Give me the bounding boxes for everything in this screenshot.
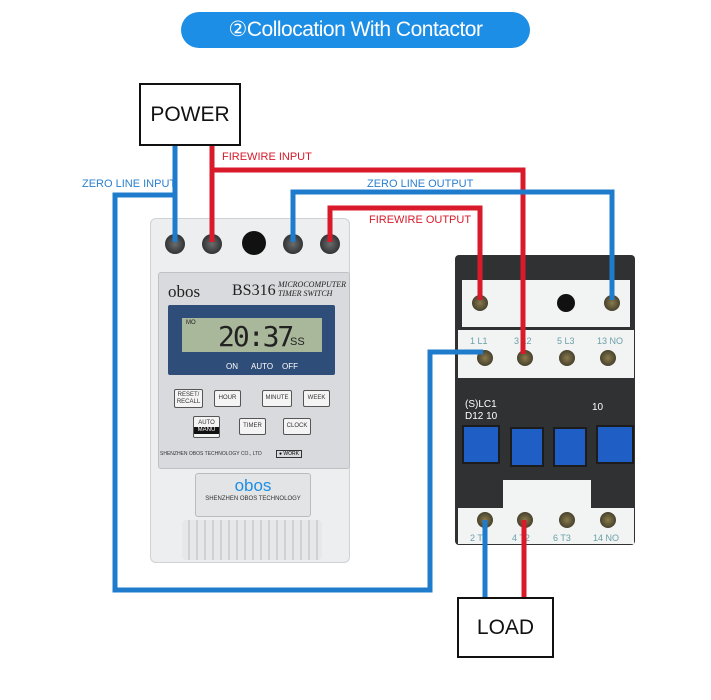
power-box: POWER bbox=[139, 83, 241, 146]
contactor-blue-block bbox=[462, 425, 500, 464]
contactor-blue-block bbox=[553, 427, 587, 467]
timer-mount-hole bbox=[242, 231, 266, 255]
terminal-label: 13 NO bbox=[597, 336, 624, 346]
model-line-1: (S)LC1 bbox=[465, 399, 497, 410]
reset-recall-button[interactable]: RESET/ RECALL bbox=[174, 389, 203, 408]
contactor-coil-band bbox=[462, 280, 630, 327]
terminal-label: 14 NO bbox=[593, 533, 620, 543]
work-indicator: ● WORK bbox=[276, 450, 302, 458]
model-line-2: D12 10 bbox=[465, 411, 498, 422]
mode-off: OFF bbox=[282, 362, 298, 371]
zero-line-to-contactor-wire bbox=[112, 192, 483, 593]
timer-terminal-3 bbox=[283, 234, 303, 254]
terminal-a1 bbox=[472, 295, 488, 311]
timer-terminal-4 bbox=[320, 234, 340, 254]
terminal-label: 6 T3 bbox=[553, 533, 571, 543]
contactor-hole bbox=[557, 294, 575, 312]
terminal-l3 bbox=[559, 350, 575, 366]
manu-label: MANU bbox=[194, 427, 219, 434]
terminal-label: 1 L1 bbox=[470, 336, 488, 346]
terminal-label: 5 L3 bbox=[557, 336, 575, 346]
auto-label: AUTO bbox=[198, 420, 215, 426]
plate-logo: obos bbox=[234, 476, 272, 495]
manufacturer-text: SHENZHEN OBOS TECHNOLOGY CO., LTD bbox=[160, 451, 262, 457]
terminal-t3 bbox=[559, 512, 575, 528]
lcd-display bbox=[182, 318, 322, 352]
firewire-output-wire bbox=[327, 205, 483, 300]
terminal-label: 4 T2 bbox=[512, 533, 530, 543]
contactor-blue-block bbox=[510, 427, 544, 467]
page-title: ②Collocation With Contactor bbox=[181, 12, 530, 48]
timer-brand-logo: obos bbox=[168, 282, 201, 301]
contactor-window bbox=[503, 480, 591, 510]
zero-line-output-wire bbox=[290, 189, 615, 300]
clock-button[interactable]: CLOCK bbox=[283, 418, 311, 435]
zero-line-input-label: ZERO LINE INPUT bbox=[82, 178, 177, 190]
timer-model: BS316 bbox=[232, 282, 276, 299]
terminal-14no bbox=[600, 512, 616, 528]
timer-terminal-2 bbox=[202, 234, 222, 254]
firewire-input-label: FIREWIRE INPUT bbox=[222, 151, 312, 163]
timer-button[interactable]: TIMER bbox=[239, 418, 266, 435]
lcd-seconds: SS bbox=[290, 336, 305, 348]
firewire-to-contactor-wire bbox=[212, 167, 526, 354]
week-button[interactable]: WEEK bbox=[303, 390, 330, 407]
terminal-13no bbox=[600, 350, 616, 366]
plate-text: SHENZHEN OBOS TECHNOLOGY bbox=[205, 496, 301, 502]
minute-button[interactable]: MINUTE bbox=[262, 390, 292, 407]
lcd-time: 20:37 bbox=[218, 320, 294, 353]
subtitle-line-1: MICROCOMPUTER bbox=[278, 280, 346, 289]
terminal-label: 2 T1 bbox=[470, 533, 488, 543]
terminal-a2 bbox=[604, 295, 620, 311]
mode-auto: AUTO bbox=[251, 362, 274, 371]
lcd-day: MO bbox=[186, 320, 196, 326]
mode-on: ON bbox=[226, 362, 238, 371]
contactor-blue-block bbox=[596, 425, 634, 464]
subtitle-line-2: TIMER SWITCH bbox=[278, 289, 333, 298]
hour-button[interactable]: HOUR bbox=[214, 390, 241, 407]
zero-line-output-label: ZERO LINE OUTPUT bbox=[367, 178, 474, 190]
firewire-output-label: FIREWIRE OUTPUT bbox=[369, 214, 472, 226]
vent-grille bbox=[182, 520, 322, 560]
timer-terminal-1 bbox=[165, 234, 185, 254]
contactor-side-number: 10 bbox=[592, 402, 604, 413]
load-box: LOAD bbox=[457, 597, 554, 658]
